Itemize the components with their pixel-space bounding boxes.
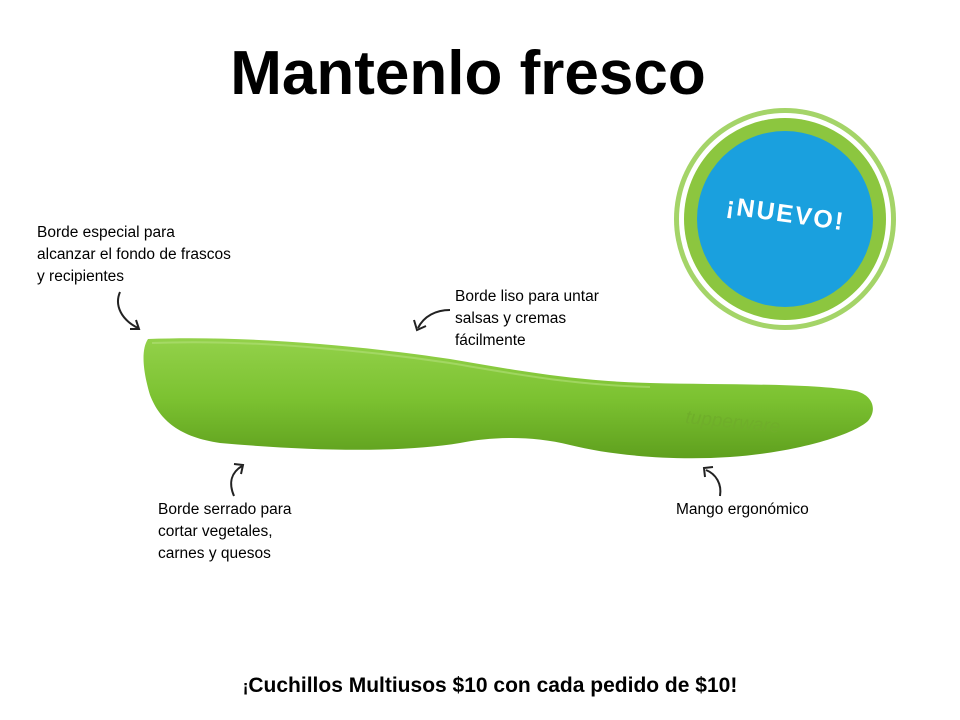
- arrow-icon: [702, 466, 722, 497]
- note-line: alcanzar el fondo de frascos: [37, 246, 231, 263]
- page-title: Mantenlo fresco: [230, 39, 706, 108]
- knife-image: tupperware: [143, 338, 873, 459]
- note-line: carnes y quesos: [158, 545, 271, 562]
- note-handle: Mango ergonómico: [676, 499, 876, 521]
- arrow-icon: [230, 463, 245, 497]
- note-line: cortar vegetales,: [158, 523, 273, 540]
- footer-offer: ¡Cuchillos Multiusos $10 con cada pedido…: [0, 674, 960, 698]
- badge-inner-circle: [697, 131, 873, 307]
- note-line: Borde liso para untar: [455, 288, 599, 305]
- knife-blade: [143, 338, 873, 459]
- arrow-icon: [117, 291, 141, 330]
- note-line: y recipientes: [37, 268, 125, 285]
- footer-text: Cuchillos Multiusos $10 con cada pedido …: [248, 674, 738, 697]
- note-line: salsas y cremas: [455, 310, 567, 327]
- note-line: Borde especial para: [37, 224, 175, 241]
- note-line: fácilmente: [455, 332, 526, 349]
- note-line: Borde serrado para: [158, 501, 292, 518]
- note-bottom-special: Borde especial para alcanzar el fondo de…: [37, 222, 287, 288]
- footer-exclamation: ¡: [242, 677, 249, 696]
- note-line: Mango ergonómico: [676, 501, 809, 518]
- arrow-icon: [413, 309, 451, 332]
- badge-circle-icon: ¡NUEVO!: [674, 108, 896, 330]
- new-badge: ¡NUEVO!: [672, 106, 898, 332]
- note-serrated-edge: Borde serrado para cortar vegetales, car…: [158, 499, 338, 565]
- note-smooth-edge: Borde liso para untar salsas y cremas fá…: [455, 286, 665, 352]
